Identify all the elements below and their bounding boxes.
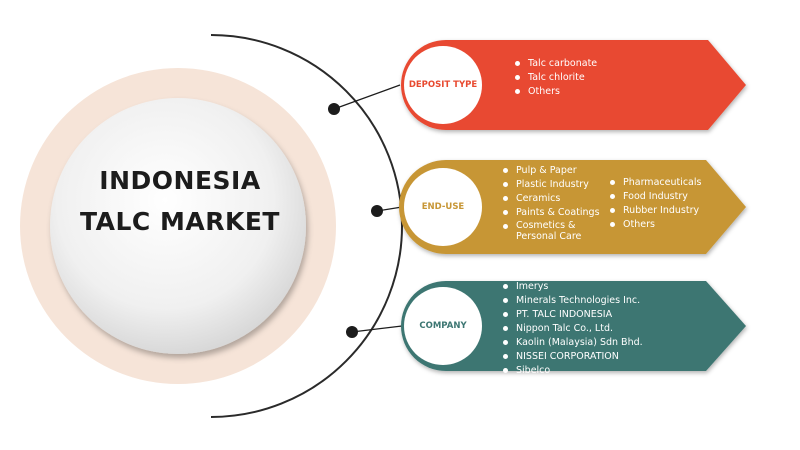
list-item: Others — [514, 85, 597, 99]
list-item: Nippon Talc Co., Ltd. — [502, 322, 643, 336]
deposit-type-label: DEPOSIT TYPE — [408, 80, 478, 90]
connector-deposit — [333, 84, 401, 110]
title-line-2: TALC MARKET — [80, 207, 280, 236]
end-use-list-right: Pharmaceuticals Food Industry Rubber Ind… — [609, 176, 701, 232]
end-use-label: END-USE — [421, 202, 465, 212]
enduse-badge — [404, 168, 482, 246]
list-item: Plastic Industry — [502, 178, 606, 192]
list-item: Rubber Industry — [609, 204, 701, 218]
connector-dot-enduse — [371, 205, 383, 217]
outer-arc — [210, 34, 403, 418]
connector-dot-company — [346, 326, 358, 338]
list-item: Pulp & Paper — [502, 164, 606, 178]
list-item: Others — [609, 218, 701, 232]
company-label: COMPANY — [419, 321, 467, 331]
list-item: PT. TALC INDONESIA — [502, 308, 643, 322]
list-item: NISSEI CORPORATION — [502, 350, 643, 364]
deposit-type-list: Talc carbonate Talc chlorite Others — [514, 57, 597, 99]
deposit-arrow-band — [401, 40, 746, 130]
inner-circle — [50, 98, 306, 354]
list-item: Kaolin (Malaysia) Sdn Bhd. — [502, 336, 643, 350]
list-item: Talc chlorite — [514, 71, 597, 85]
list-item: Sibelco — [502, 364, 643, 378]
list-item: Cosmetics & Personal Care — [502, 220, 606, 246]
company-badge — [404, 287, 482, 365]
market-title: INDONESIA TALC MARKET — [60, 160, 300, 242]
title-line-1: INDONESIA — [99, 166, 261, 195]
enduse-arrow-band — [399, 160, 746, 254]
list-item: Talc carbonate — [514, 57, 597, 71]
list-item: Imerys — [502, 280, 643, 294]
company-arrow-band — [401, 281, 746, 371]
list-item: Minerals Technologies Inc. — [502, 294, 643, 308]
connector-company — [351, 325, 403, 333]
list-item: Ceramics — [502, 192, 606, 206]
connector-dot-deposit — [328, 103, 340, 115]
list-item: Food Industry — [609, 190, 701, 204]
list-item: Paints & Coatings — [502, 206, 606, 220]
end-use-list-left: Pulp & Paper Plastic Industry Ceramics P… — [502, 164, 606, 246]
deposit-badge — [404, 46, 482, 124]
company-list: Imerys Minerals Technologies Inc. PT. TA… — [502, 280, 643, 378]
list-item: Pharmaceuticals — [609, 176, 701, 190]
